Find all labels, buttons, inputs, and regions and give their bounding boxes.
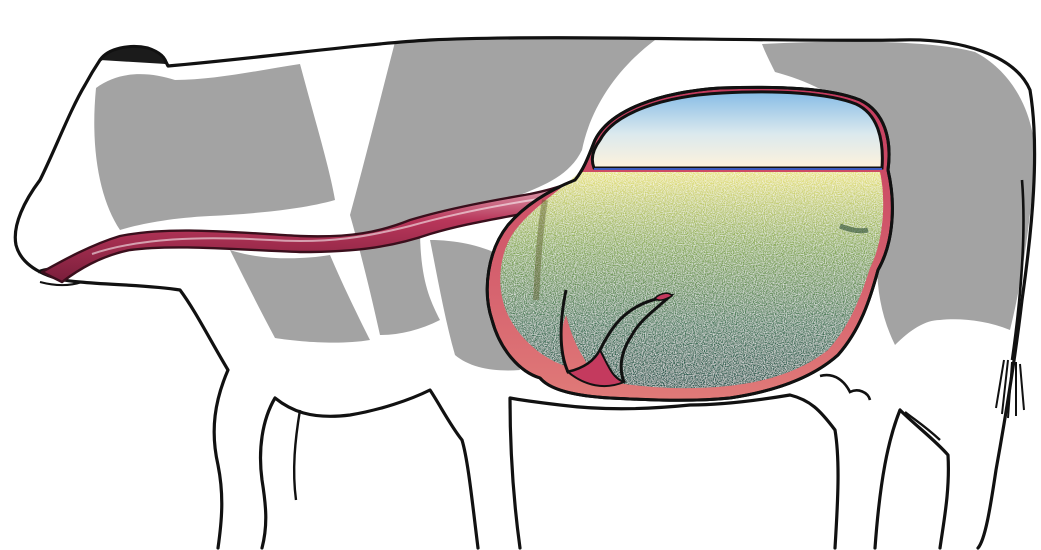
head-patch	[94, 64, 335, 230]
front-leg-inner	[294, 410, 300, 500]
